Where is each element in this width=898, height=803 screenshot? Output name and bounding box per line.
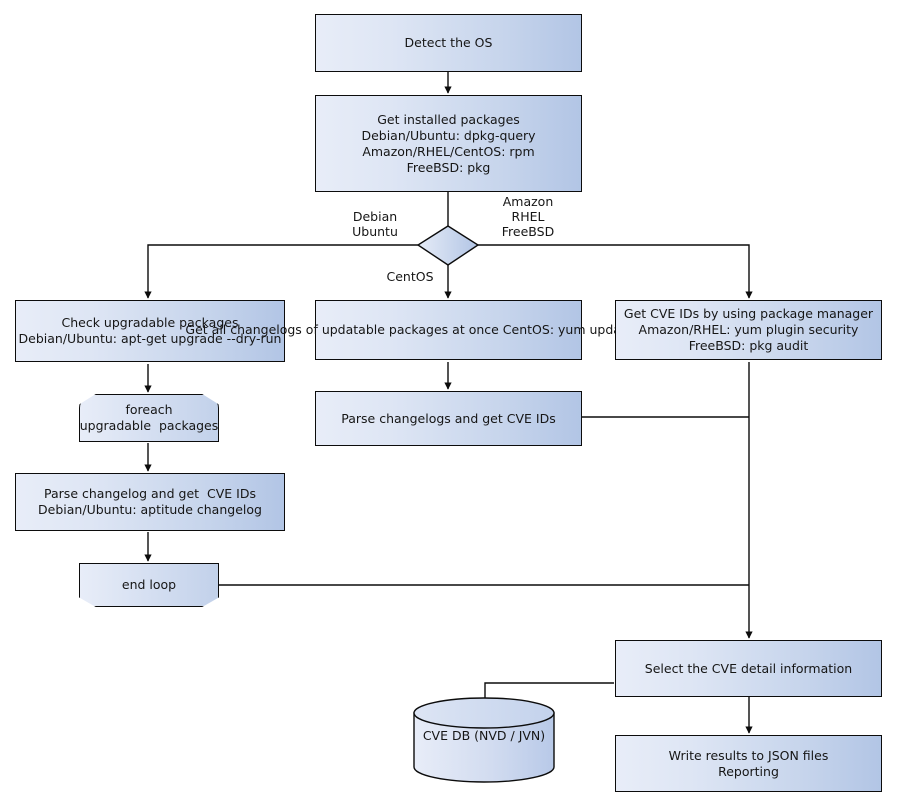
node-cve-db-label: CVE DB (NVD / JVN) [422,728,546,743]
edge-label-center-branch: CentOS [386,269,434,284]
node-get-all-changelogs[interactable]: Get all changelogs of updatable packages… [185,300,712,360]
cve-db-cylinder [413,697,555,783]
edge-label-right-branch: Amazon RHEL FreeBSD [501,194,555,239]
node-get-cve-ids-package-manager[interactable]: Get CVE IDs by using package manager Ama… [615,300,882,360]
node-check-upgradable[interactable]: Check upgradable packages Debian/Ubuntu:… [15,300,285,362]
node-select-cve-detail[interactable]: Select the CVE detail information [615,640,882,697]
node-get-installed-packages[interactable]: Get installed packages Debian/Ubuntu: dp… [315,95,582,192]
node-detect-os[interactable]: Detect the OS [315,14,582,72]
node-parse-changelogs-mid[interactable]: Parse changelogs and get CVE IDs [315,391,582,446]
edge-decision-right [478,244,753,299]
node-foreach-loop[interactable]: foreach upgradable packages [79,394,219,442]
node-end-loop[interactable]: end loop [79,563,219,607]
decision-diamond [416,225,480,266]
edge-decision-left [144,244,418,299]
node-parse-changelog-left[interactable]: Parse changelog and get CVE IDs Debian/U… [15,473,285,531]
node-write-results[interactable]: Write results to JSON files Reporting [615,735,882,792]
edge-label-left-branch: Debian Ubuntu [352,209,398,239]
